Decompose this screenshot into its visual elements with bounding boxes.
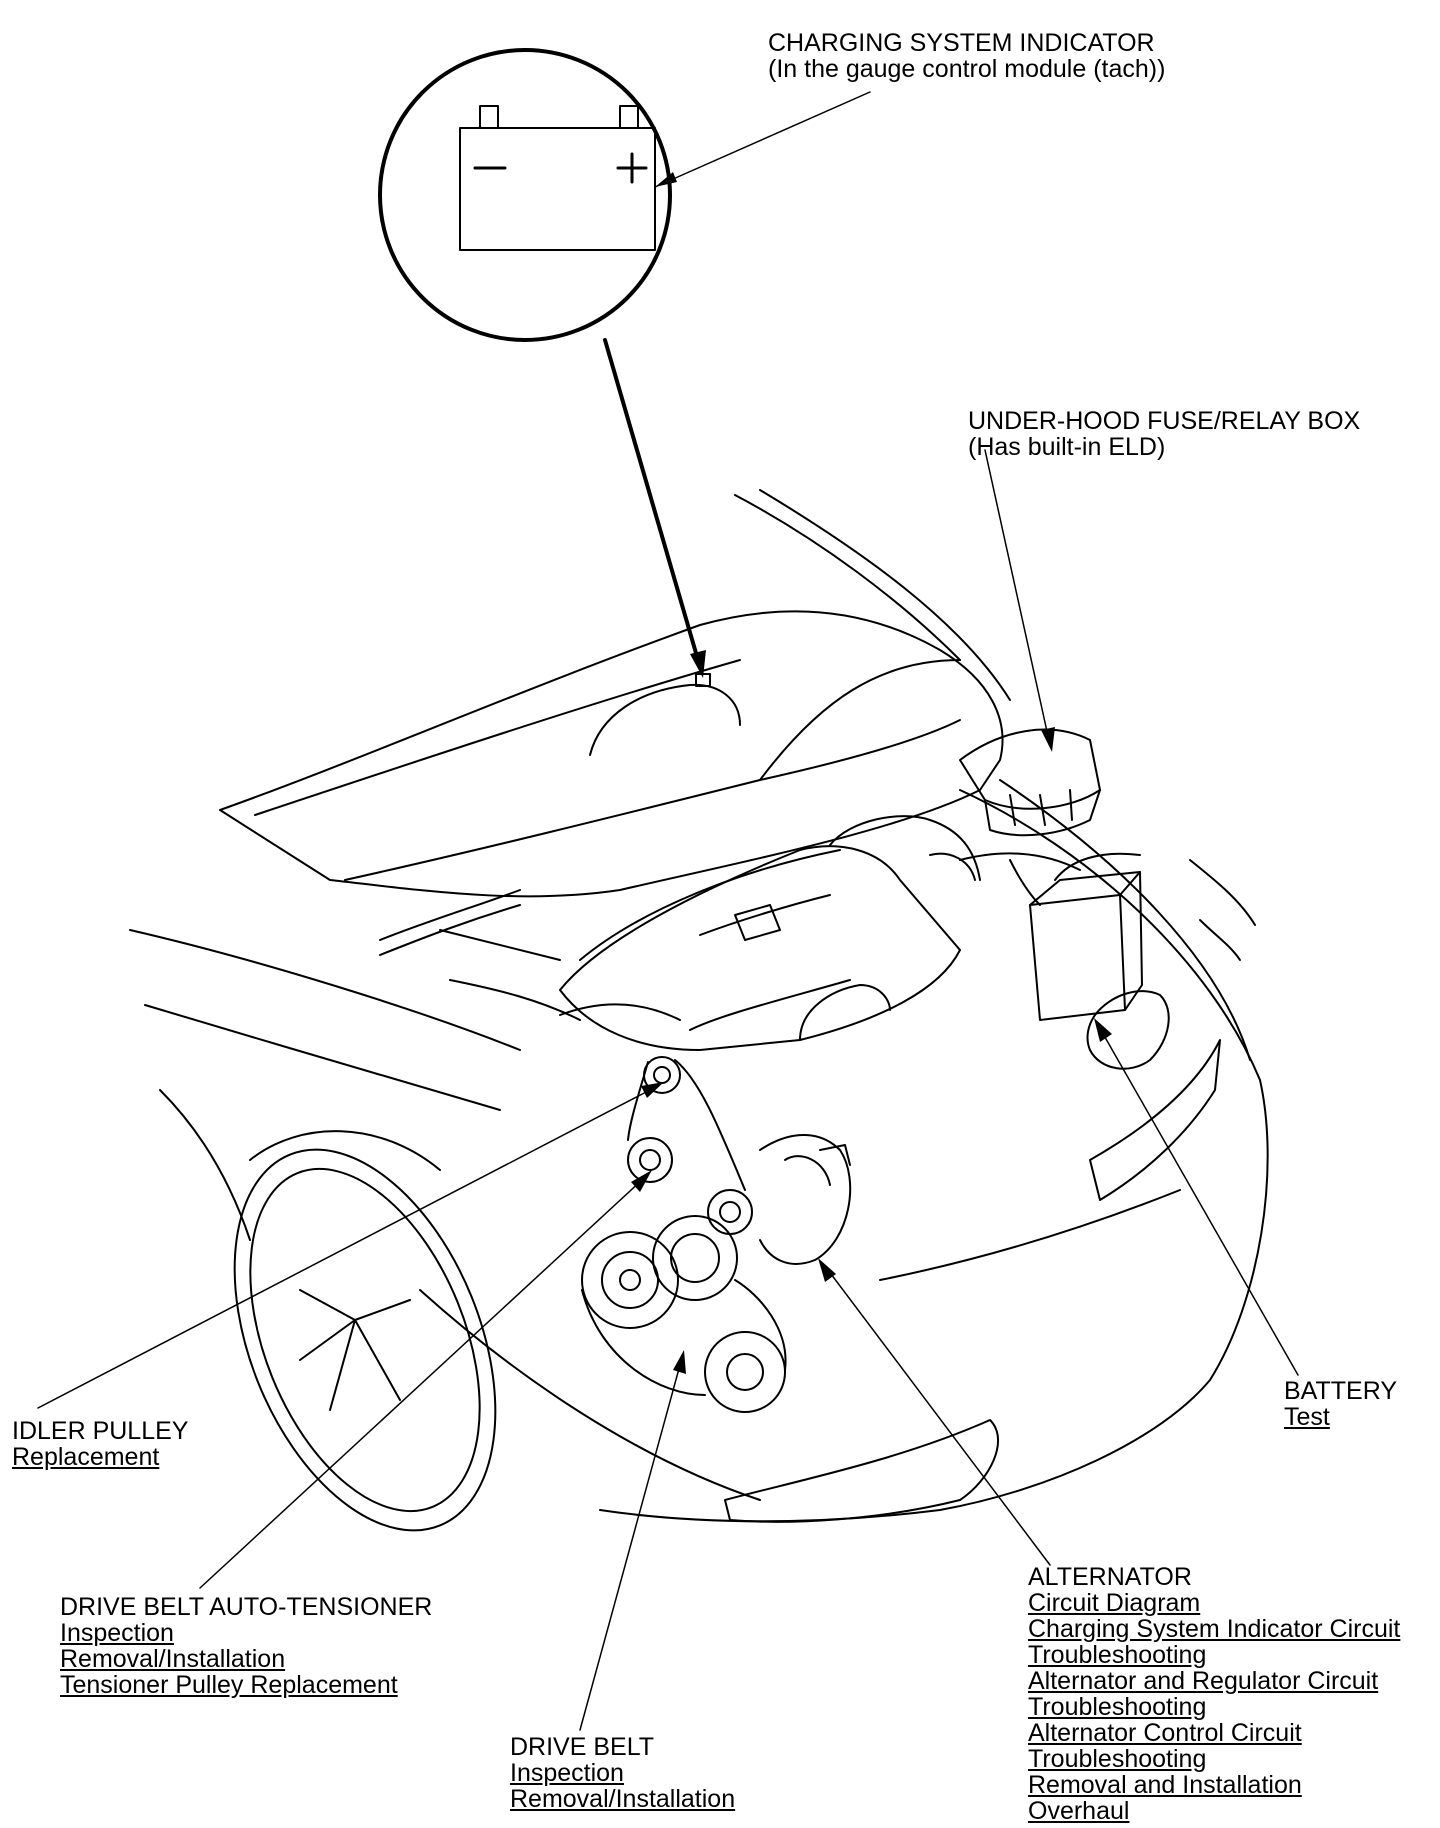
- alternator-regulator-circuit-link[interactable]: Alternator and Regulator Circuit: [1028, 1667, 1379, 1695]
- tensioner-title: DRIVE BELT AUTO-TENSIONER: [60, 1593, 433, 1621]
- battery-label: BATTERY Test: [1284, 1378, 1397, 1430]
- alternator-title: ALTERNATOR: [1028, 1563, 1192, 1591]
- tensioner-removal-installation-link[interactable]: Removal/Installation: [60, 1645, 286, 1673]
- battery-unit: [1009, 852, 1143, 1021]
- battery-symbol-icon: [459, 105, 656, 251]
- engine: [439, 815, 1081, 1051]
- battery-title: BATTERY: [1284, 1377, 1397, 1405]
- hood: [219, 489, 1011, 956]
- idler-pulley-label: IDLER PULLEY Replacement: [12, 1418, 188, 1470]
- alternator-troubleshooting-link-1[interactable]: Troubleshooting: [1028, 1641, 1207, 1669]
- tensioner-inspection-link[interactable]: Inspection: [60, 1619, 174, 1647]
- fuse-relay-box: [959, 728, 1101, 837]
- alternator-troubleshooting-link-2[interactable]: Troubleshooting: [1028, 1693, 1207, 1721]
- alternator-removal-installation-link[interactable]: Removal and Installation: [1028, 1771, 1302, 1799]
- fuse-box-subtitle: (Has built-in ELD): [968, 433, 1166, 461]
- alternator-overhaul-link[interactable]: Overhaul: [1028, 1797, 1130, 1825]
- charging-indicator-subtitle: (In the gauge control module (tach)): [768, 55, 1166, 83]
- fuse-box-label: UNDER-HOOD FUSE/RELAY BOX (Has built-in …: [968, 408, 1360, 460]
- charging-indicator-callout: [378, 48, 871, 687]
- drive-belt-removal-installation-link[interactable]: Removal/Installation: [510, 1785, 736, 1813]
- idler-pulley-replacement-link[interactable]: Replacement: [12, 1443, 160, 1471]
- drive-belt-title: DRIVE BELT: [510, 1733, 655, 1761]
- charging-indicator-title: CHARGING SYSTEM INDICATOR: [768, 29, 1155, 57]
- alternator-circuit-diagram-link[interactable]: Circuit Diagram: [1028, 1589, 1201, 1617]
- tensioner-label: DRIVE BELT AUTO-TENSIONER Inspection Rem…: [60, 1594, 432, 1698]
- alternator-control-circuit-link[interactable]: Alternator Control Circuit: [1028, 1719, 1302, 1747]
- alternator-label: ALTERNATOR Circuit Diagram Charging Syst…: [1028, 1564, 1400, 1824]
- charging-indicator-label: CHARGING SYSTEM INDICATOR (In the gauge …: [768, 30, 1165, 82]
- leader-lines: [37, 449, 1299, 1731]
- alternator-charging-indicator-circuit-link[interactable]: Charging System Indicator Circuit: [1028, 1615, 1401, 1643]
- idler-pulley-title: IDLER PULLEY: [12, 1417, 189, 1445]
- battery-test-link[interactable]: Test: [1284, 1403, 1330, 1431]
- drive-belt-label: DRIVE BELT Inspection Removal/Installati…: [510, 1734, 735, 1812]
- front-wheel: [233, 1130, 497, 1532]
- drive-belt-inspection-link[interactable]: Inspection: [510, 1759, 624, 1787]
- tensioner-pulley-replacement-link[interactable]: Tensioner Pulley Replacement: [60, 1671, 398, 1699]
- belt-and-pulleys: [581, 1056, 852, 1413]
- alternator-troubleshooting-link-3[interactable]: Troubleshooting: [1028, 1745, 1207, 1773]
- fuse-box-title: UNDER-HOOD FUSE/RELAY BOX: [968, 407, 1361, 435]
